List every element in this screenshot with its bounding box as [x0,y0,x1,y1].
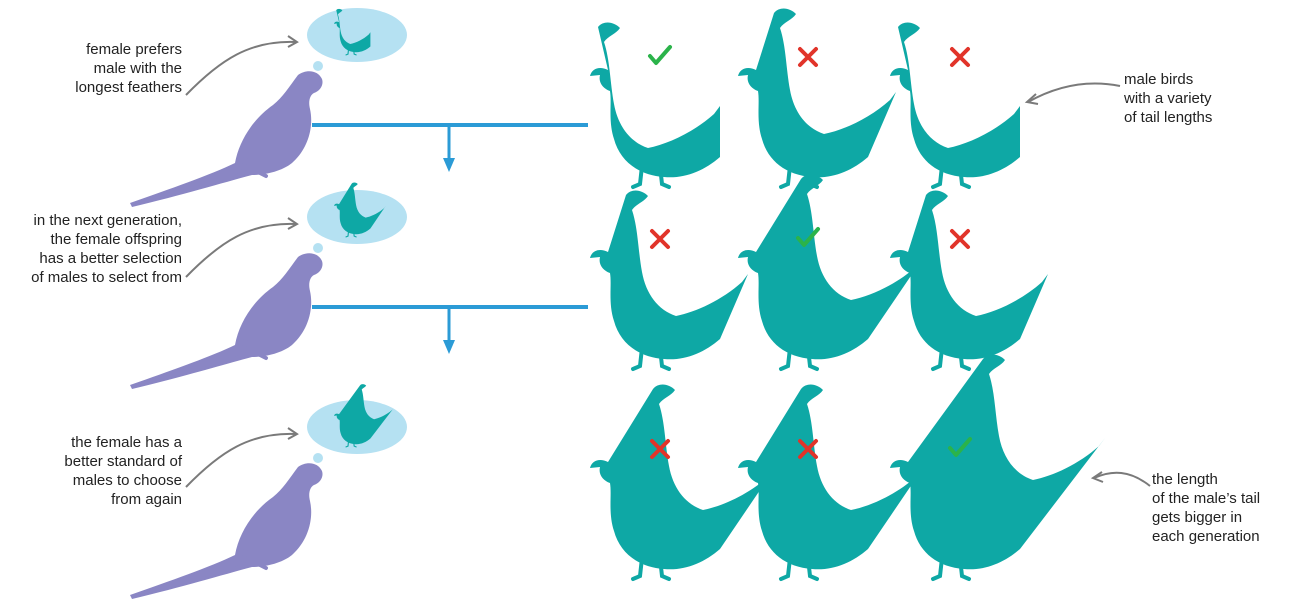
cross-mark-icon [650,229,670,249]
pointer-line [1027,82,1121,103]
male-bird [590,22,720,178]
pointer-arrowhead [1024,93,1039,105]
female-bird-legs [235,153,268,178]
male-bird [334,182,386,235]
down-arrow-icon [443,340,455,354]
pointer-arrowhead [1090,471,1104,483]
female-label-row-3: the female has a better standard of male… [64,434,182,508]
check-mark-icon [648,45,672,65]
male-bird-legs [345,48,357,56]
ideal-male-icon [334,8,371,56]
cross-mark-icon [950,229,970,249]
male-bird [590,190,748,360]
female-label-row-1: female prefers male with the longest fea… [75,41,182,96]
down-arrow-icon [443,158,455,172]
female-label-row-2: in the next generation, the female offsp… [31,212,182,286]
male-bird-legs [931,346,971,371]
pointer-line [185,40,297,96]
female-bird [130,253,323,389]
pointer-line [1093,471,1151,487]
male-bird [738,174,923,360]
male-bird-legs [931,556,971,581]
check-mark-icon [948,437,972,457]
male-bird-legs [345,230,357,238]
male-bird [590,384,775,570]
female-bird [130,463,323,599]
male-bird-legs [631,346,671,371]
female-bird [130,71,323,207]
male-bird [890,354,1105,570]
side-pointers [1024,82,1151,487]
pointer-arrowhead [287,35,299,48]
male-bird-legs [779,556,819,581]
male-bird-legs [779,346,819,371]
male-bird-legs [631,556,671,581]
male-bird [738,384,923,570]
thought-dot [313,243,323,253]
cross-mark-icon [798,439,818,459]
male-bird-legs [631,164,671,189]
cross-mark-icon [950,47,970,67]
generation-row-2 [130,174,1048,389]
male-bird-legs [931,164,971,189]
pointer-arrowhead [287,427,299,440]
cross-mark-icon [798,47,818,67]
ideal-male-icon [334,384,395,448]
check-mark-icon [796,227,820,247]
generation-row-1 [130,8,1020,207]
male-bird [334,384,395,445]
ideal-male-icon [334,182,386,238]
thought-dot [313,453,323,463]
pointer-line [185,222,297,278]
female-bird-legs [235,335,268,360]
cross-mark-icon [650,439,670,459]
thought-bubble [307,8,407,62]
pointer-line [185,432,297,488]
male-bird [738,8,896,178]
male-bird-legs [345,440,357,448]
male-bird [890,190,1048,360]
female-bird-legs [235,545,268,570]
male-bird [890,22,1020,178]
generation-row-3 [130,354,1105,599]
male-variety-label: male birds with a variety of tail length… [1124,71,1213,126]
male-bird [334,8,371,53]
thought-dot [313,61,323,71]
pointer-arrowhead [287,217,299,230]
tail-length-label: the length of the male’s tail gets bigge… [1152,471,1261,545]
